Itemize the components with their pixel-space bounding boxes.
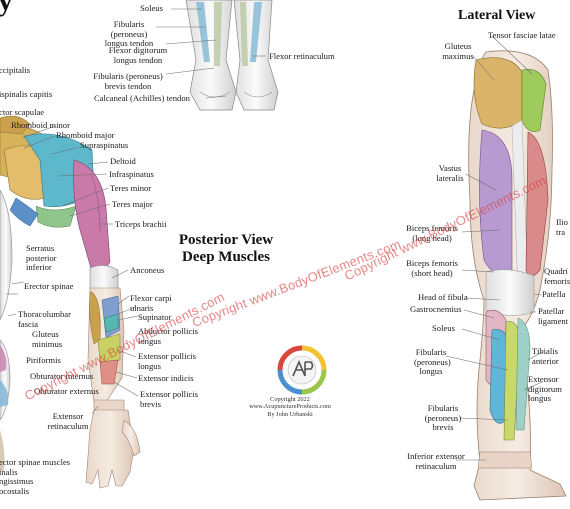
label-rhomboid-major: Rhomboid major	[56, 130, 115, 140]
diagram-title-lateral: Lateral View	[458, 8, 536, 23]
label-fibularis-longus-tendon: Fibularis (peroneus) longus tendon	[104, 19, 154, 48]
label-flexor-digitorum-tendon: Flexor digitorum longus tendon	[108, 45, 168, 65]
label-extensor-pollicis-brevis: Extensor pollicis brevis	[140, 389, 198, 409]
label-occipitalis: ccipitalis	[0, 65, 31, 75]
label-tibialis-anterior: Tibialis anterior	[532, 346, 559, 366]
label-deltoid: Deltoid	[110, 156, 136, 166]
label-vastus-lateralis: Vastus lateralis	[436, 163, 464, 183]
label-erector-spinae: Erector spinae	[24, 281, 74, 291]
label-fibularis-longus-lateral: Fibularis (peroneus) longus	[414, 347, 451, 376]
label-inferior-extensor-retinaculum: Inferior extensor retinaculum	[407, 451, 465, 471]
label-extensor-retinaculum: Extensor retinaculum	[47, 411, 89, 431]
label-biceps-femoris-short: Biceps femoris (short head)	[406, 258, 458, 278]
label-teres-major: Teres major	[112, 199, 153, 209]
label-rhomboid-minor: Rhomboid minor	[11, 120, 70, 130]
label-teres-minor: Teres minor	[110, 183, 152, 193]
label-head-of-fibula: Head of fibula	[418, 292, 468, 302]
label-piriformis: Piriformis	[26, 355, 61, 365]
posterior-arm-drawing	[0, 115, 141, 489]
label-semispinalis-capitis: ispinalis capitis	[0, 89, 53, 99]
label-soleus-lateral: Soleus	[432, 323, 455, 333]
label-abductor-pollicis-longus: Abductor pollicis longus	[138, 326, 198, 346]
label-tra-partial: tra	[556, 227, 566, 237]
label-extensor-indicis: Extensor indicis	[138, 373, 194, 383]
label-tensor-fasciae-latae: Tensor fasciae latae	[488, 30, 556, 40]
label-gluteus-minimus: Gluteus minimus	[32, 329, 63, 349]
label-infraspinatus: Infraspinatus	[109, 169, 154, 179]
label-biceps-femoris-long: Biceps femoris (long head)	[406, 223, 458, 243]
label-fibularis-brevis-lateral: Fibularis (peroneus) brevis	[424, 403, 462, 432]
label-patellar-ligament: Patellar ligament	[538, 306, 569, 326]
label-extensor-digitorum-longus: Extensor digitorum longus	[528, 374, 562, 403]
acupuncture-logo	[277, 345, 327, 395]
label-ilio-partial: Ilio	[556, 217, 568, 227]
label-obturator-internus: Obturator internus	[30, 371, 94, 381]
label-erector-spinae-group: ector spinae muscles inalis ngissimus oc…	[0, 457, 71, 496]
label-extensor-pollicis-longus: Extensor pollicis longus	[138, 351, 196, 371]
label-thoracolumbar-fascia: Thoracolumbar fascia	[18, 309, 71, 329]
poster-title-partial: y	[0, 0, 13, 17]
label-flexor-retinaculum: Flexor retinaculum	[269, 51, 335, 61]
copyright-note: Copyright 2022 www.AcupunctureProducts.c…	[249, 396, 331, 418]
label-triceps-brachii: Triceps brachii	[115, 219, 167, 229]
posterior-feet-drawing	[185, 0, 279, 111]
label-calcaneal-tendon: Calcaneal (Achilles) tendon	[94, 93, 190, 103]
label-supraspinatus: Supraspinatus	[80, 140, 129, 150]
label-patella: Patella	[542, 289, 566, 299]
label-obturator-externus: Obturator externus	[34, 386, 99, 396]
label-levator-scapulae: ctor scapulae	[0, 107, 45, 117]
leader-lines	[6, 8, 543, 461]
lateral-leg-drawing	[468, 50, 567, 501]
skeleton-partial	[0, 189, 13, 472]
diagram-title-posterior-deep: Posterior View Deep Muscles	[178, 232, 274, 265]
label-serratus-posterior-inferior: Serratus posterior inferior	[26, 243, 57, 272]
label-femoris-partial: femoris	[544, 276, 570, 286]
label-gastrocnemius: Gastrocnemius	[410, 304, 462, 314]
label-flexor-carpi-ulnaris: Flexor carpi ulnaris	[130, 293, 172, 313]
label-fibularis-brevis-tendon: Fibularis (peroneus) brevis tendon	[93, 71, 163, 91]
label-gluteus-maximus: Gluteus maximus	[442, 41, 474, 61]
label-anconeus: Anconeus	[130, 265, 165, 275]
label-soleus-top: Soleus	[140, 3, 163, 13]
label-quadriceps-partial: Quadri	[544, 266, 568, 276]
label-supinator: Supinator	[138, 312, 172, 322]
